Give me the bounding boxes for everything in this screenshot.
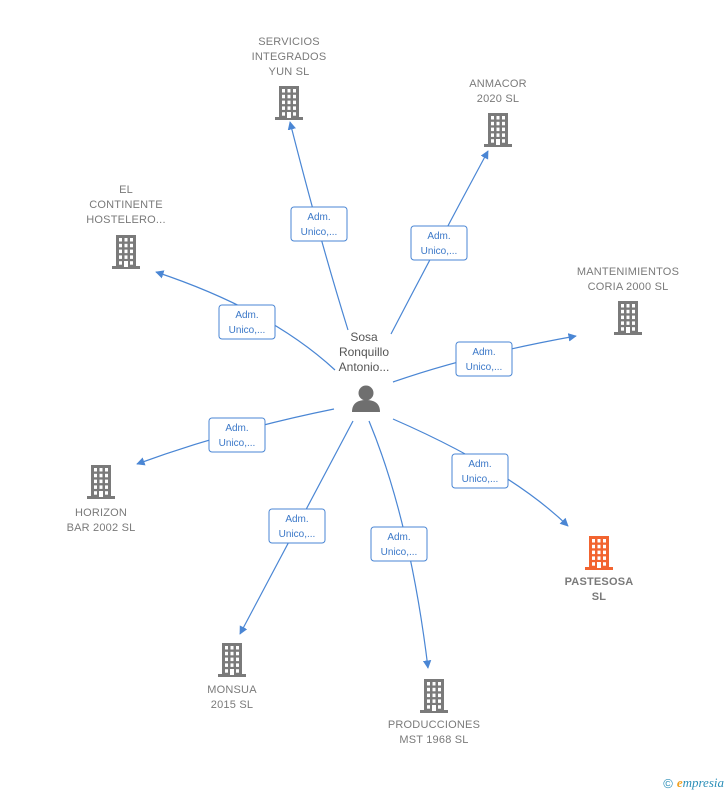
company-label-line: CORIA 2000 SL bbox=[588, 281, 669, 293]
company-node-producciones-mst-1968[interactable]: PRODUCCIONES MST 1968 SL bbox=[388, 679, 480, 746]
edge-label-line: Adm. bbox=[285, 514, 308, 525]
center-person-node[interactable]: Sosa Ronquillo Antonio... bbox=[339, 330, 390, 412]
building-icon bbox=[87, 465, 115, 499]
edge-label-line: Unico,... bbox=[421, 246, 458, 257]
edge-label-producciones-mst-1968[interactable]: Adm. Unico,... bbox=[370, 526, 428, 562]
building-icon bbox=[484, 113, 512, 147]
person-label-line-3: Antonio... bbox=[339, 360, 390, 374]
edge-label-line: Unico,... bbox=[219, 438, 256, 449]
edge-label-line: Adm. bbox=[235, 310, 258, 321]
company-label-line: SERVICIOS bbox=[258, 36, 320, 48]
company-node-horizon-bar-2002[interactable]: HORIZON BAR 2002 SL bbox=[67, 465, 136, 534]
edges-layer bbox=[136, 121, 577, 669]
person-label-line-1: Sosa bbox=[350, 330, 378, 344]
building-icon bbox=[275, 86, 303, 120]
edge-label-mantenimientos-coria-2000[interactable]: Adm. Unico,... bbox=[455, 341, 513, 377]
company-label-line: MST 1968 SL bbox=[399, 734, 468, 746]
edge-label-anmacor-2020[interactable]: Adm. Unico,... bbox=[410, 225, 468, 261]
building-icon bbox=[218, 643, 246, 677]
edge-label-line: Unico,... bbox=[381, 547, 418, 558]
company-node-servicios-integrados-yun[interactable]: SERVICIOS INTEGRADOS YUN SL bbox=[252, 36, 327, 120]
edge-label-line: Adm. bbox=[387, 532, 410, 543]
edge-label-line: Adm. bbox=[225, 423, 248, 434]
company-label-line: 2015 SL bbox=[211, 699, 253, 711]
footer-brand: © empresia bbox=[663, 775, 724, 791]
edge-label-line: Adm. bbox=[468, 459, 491, 470]
company-label-line: CONTINENTE bbox=[89, 199, 163, 211]
edge-label-el-continente-hostelero[interactable]: Adm. Unico,... bbox=[218, 304, 276, 340]
company-node-pastesosa[interactable]: PASTESOSA SL bbox=[565, 536, 634, 603]
empresia-logo: empresia bbox=[677, 775, 724, 791]
edge-label-line: Adm. bbox=[307, 212, 330, 223]
building-icon bbox=[585, 536, 613, 570]
copyright-symbol: © bbox=[663, 775, 673, 791]
company-label-line: SL bbox=[592, 591, 607, 603]
company-node-mantenimientos-coria-2000[interactable]: MANTENIMIENTOS CORIA 2000 SL bbox=[577, 266, 679, 335]
person-label-line-2: Ronquillo bbox=[339, 345, 389, 359]
company-node-anmacor-2020[interactable]: ANMACOR 2020 SL bbox=[469, 78, 527, 147]
edge-label-line: Unico,... bbox=[462, 474, 499, 485]
company-label-line: 2020 SL bbox=[477, 93, 519, 105]
company-label-line: PRODUCCIONES bbox=[388, 719, 480, 731]
company-node-el-continente-hostelero[interactable]: EL CONTINENTE HOSTELERO... bbox=[86, 184, 166, 269]
brand-rest: mpresia bbox=[682, 775, 724, 790]
edge-label-servicios-integrados-yun[interactable]: Adm. Unico,... bbox=[290, 206, 348, 242]
edge-label-line: Unico,... bbox=[301, 227, 338, 238]
edge-labels-layer: Adm.Unico,...Adm.Unico,...Adm.Unico,...A… bbox=[208, 206, 513, 562]
company-label-line: HORIZON bbox=[75, 507, 127, 519]
edge-label-line: Unico,... bbox=[279, 529, 316, 540]
building-icon bbox=[112, 235, 140, 269]
building-icon bbox=[420, 679, 448, 713]
company-label-line: MONSUA bbox=[207, 684, 257, 696]
edge-label-monsua-2015[interactable]: Adm. Unico,... bbox=[268, 508, 326, 544]
edge-label-line: Adm. bbox=[427, 231, 450, 242]
company-label-line: HOSTELERO... bbox=[86, 214, 165, 226]
company-label-line: BAR 2002 SL bbox=[67, 522, 136, 534]
brand-initial: e bbox=[676, 775, 683, 790]
building-icon bbox=[614, 301, 642, 335]
company-label-line: EL bbox=[119, 184, 133, 196]
company-label-line: ANMACOR bbox=[469, 78, 527, 90]
person-icon bbox=[352, 385, 380, 412]
company-label-line: INTEGRADOS bbox=[252, 51, 327, 63]
edge-label-line: Unico,... bbox=[466, 362, 503, 373]
edge-label-pastesosa[interactable]: Adm. Unico,... bbox=[451, 453, 509, 489]
company-label-line: PASTESOSA bbox=[565, 576, 634, 588]
nodes-layer: SERVICIOS INTEGRADOS YUN SL ANMACOR 2020 SL E… bbox=[67, 36, 679, 746]
company-node-monsua-2015[interactable]: MONSUA 2015 SL bbox=[207, 643, 257, 711]
edge-label-line: Unico,... bbox=[229, 325, 266, 336]
edge-label-horizon-bar-2002[interactable]: Adm. Unico,... bbox=[208, 417, 266, 453]
company-label-line: YUN SL bbox=[269, 66, 310, 78]
edge-label-line: Adm. bbox=[472, 347, 495, 358]
company-label-line: MANTENIMIENTOS bbox=[577, 266, 679, 278]
